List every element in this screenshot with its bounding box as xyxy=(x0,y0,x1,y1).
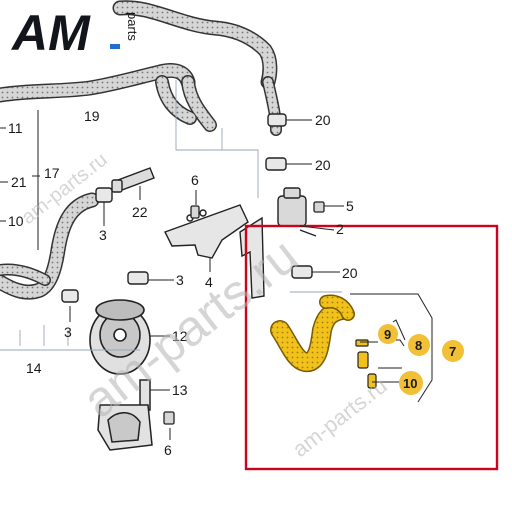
part-12-pump xyxy=(89,299,151,375)
label-9: 9 xyxy=(384,327,391,342)
highlight-box xyxy=(244,224,499,471)
callout-9 xyxy=(378,324,398,344)
reference-lines xyxy=(0,80,342,351)
label-5: 5 xyxy=(346,198,354,214)
label-14: 14 xyxy=(26,360,42,376)
clamp-3a xyxy=(95,187,113,203)
part-13-mount xyxy=(97,379,153,451)
prefix-dashes xyxy=(0,110,40,250)
part-2-valve xyxy=(277,187,317,237)
label-3b: 3 xyxy=(176,272,184,288)
bolt-5 xyxy=(313,201,325,213)
clamp-3b xyxy=(127,271,149,285)
label-8: 8 xyxy=(415,338,422,353)
part-4-bracket xyxy=(164,204,249,259)
label-22: 22 xyxy=(132,204,148,220)
label-21: 21 xyxy=(11,174,27,190)
label-20c: 20 xyxy=(342,265,358,281)
logo: AM parts xyxy=(10,5,140,61)
label-10: 10 xyxy=(403,376,417,391)
label-20a: 20 xyxy=(315,112,331,128)
bolts-group xyxy=(163,201,325,425)
leader-lines xyxy=(69,119,400,440)
fitting-10 xyxy=(367,373,377,389)
label-17: 17 xyxy=(44,165,60,181)
label-13: 13 xyxy=(172,382,188,398)
label-6a: 6 xyxy=(191,172,199,188)
callout-10 xyxy=(399,371,423,395)
label-10b: 10 xyxy=(8,213,24,229)
fitting-8 xyxy=(357,351,369,369)
label-7: 7 xyxy=(449,344,456,359)
label-12: 12 xyxy=(172,328,188,344)
callouts-group xyxy=(378,324,464,395)
label-19: 19 xyxy=(84,108,100,124)
highlighted-hose-assembly[interactable] xyxy=(270,294,377,389)
clamps-group xyxy=(61,113,313,303)
bracket-lines xyxy=(350,293,433,403)
label-4: 4 xyxy=(205,274,213,290)
callout-8 xyxy=(408,334,430,356)
labels-group: 20 20 5 2 20 19 11 17 21 10 22 6 3 4 3 3… xyxy=(8,108,456,458)
logo-accent-bar xyxy=(110,44,120,49)
clamp-20b xyxy=(265,157,287,171)
label-3c: 3 xyxy=(64,324,72,340)
fitting-9 xyxy=(355,339,369,347)
label-2: 2 xyxy=(336,221,344,237)
label-11: 11 xyxy=(8,120,23,136)
label-6b: 6 xyxy=(164,442,172,458)
part-22-connector xyxy=(111,167,155,193)
bolt-6b xyxy=(163,411,175,425)
label-20b: 20 xyxy=(315,157,331,173)
callout-7 xyxy=(442,340,464,362)
bolt-6a xyxy=(190,205,200,219)
clamp-3c xyxy=(61,289,79,303)
logo-main: AM xyxy=(10,5,91,61)
label-3a: 3 xyxy=(99,227,107,243)
logo-suffix: parts xyxy=(125,12,140,41)
watermark-3: am-parts.ru xyxy=(288,373,392,462)
clamp-20a xyxy=(267,113,287,127)
